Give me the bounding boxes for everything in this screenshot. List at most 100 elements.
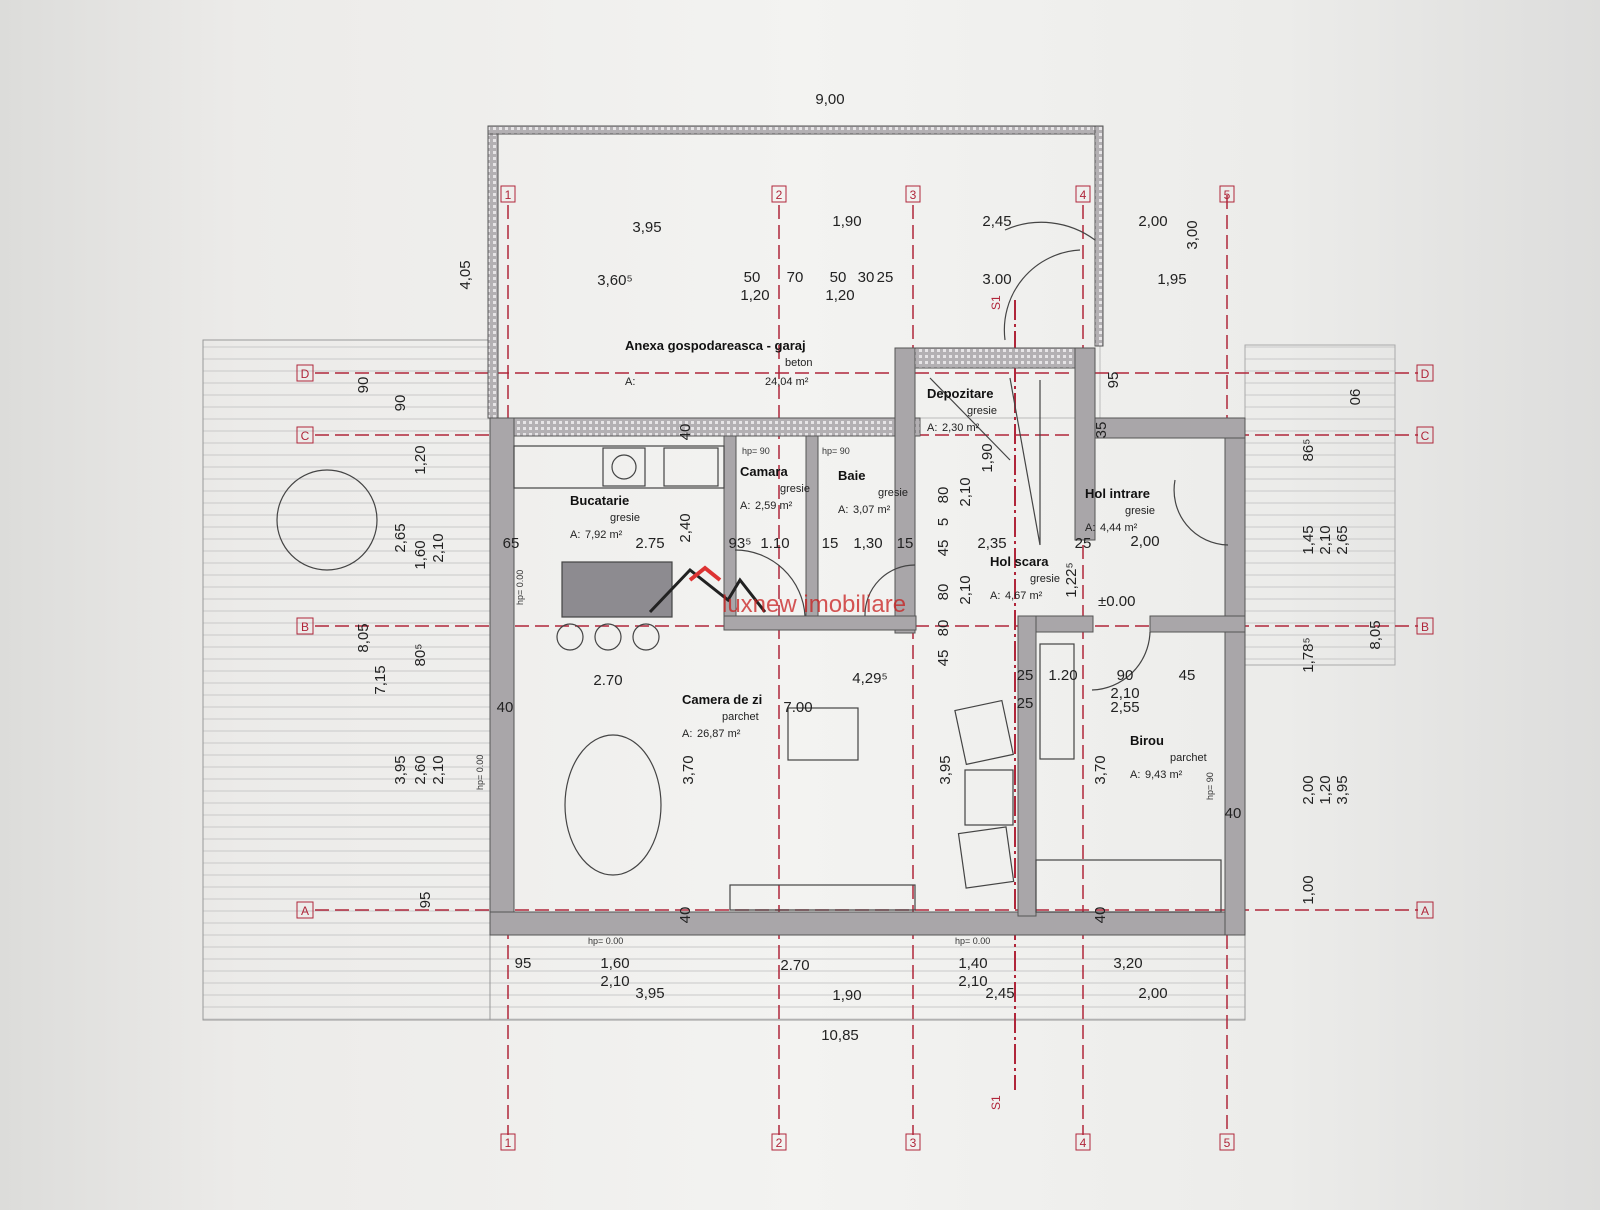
axis-label-B: B: [1421, 620, 1429, 634]
room-finish: gresie: [1125, 505, 1155, 517]
dimension-label: 3,70: [1092, 755, 1109, 784]
dimension-label: 2,10: [957, 575, 974, 604]
dimension-label: 3.00: [982, 271, 1011, 288]
dimension-label: 40: [677, 907, 694, 924]
dimension-label: 1,00: [1300, 875, 1317, 904]
terrace-bottom: [489, 934, 1246, 1021]
dimension-label: 2,45: [985, 985, 1014, 1002]
room-finish: gresie: [780, 483, 810, 495]
dimension-label: 2.70: [593, 672, 622, 689]
terrace-right: [1244, 344, 1396, 666]
dimension-label: 25: [877, 269, 894, 286]
dimension-label: 5: [935, 518, 952, 526]
watermark-roof-icon: [688, 565, 722, 582]
dimension-label: 3,95: [937, 755, 954, 784]
room-area-prefix: A:: [1085, 522, 1095, 534]
dimension-label: 2.70: [780, 957, 809, 974]
room-name: Anexa gospodareasca - garaj: [625, 338, 806, 353]
level-mark: ±0.00: [1098, 593, 1135, 610]
dimension-label: 1,45: [1300, 525, 1317, 554]
section-mark-s1: S1: [989, 295, 1003, 310]
dimension-label: 3,70: [680, 755, 697, 784]
terrace-left: [202, 339, 491, 1021]
room-finish: gresie: [1030, 573, 1060, 585]
room-finish: gresie: [878, 487, 908, 499]
axis-label-A: A: [1421, 904, 1429, 918]
room-area-prefix: A:: [682, 728, 692, 740]
dimension-label: 95: [417, 892, 434, 909]
dimension-label: 2,55: [1110, 699, 1139, 716]
dimension-label: 1,78⁵: [1300, 637, 1317, 672]
axis-label-5: 5: [1224, 1136, 1231, 1150]
dimension-label: 40: [1225, 805, 1242, 822]
dimension-label: 8,05: [355, 623, 372, 652]
dimension-label: 7.00: [783, 699, 812, 716]
dimension-label: 2,10: [958, 973, 987, 990]
dimension-label: 2,40: [677, 513, 694, 542]
axis-label-2: 2: [776, 1136, 783, 1150]
axis-bubble: [1219, 185, 1235, 203]
room-name: Hol intrare: [1085, 486, 1150, 501]
overall-width-bottom: 10,85: [821, 1027, 859, 1044]
dimension-label: 1,30: [853, 535, 882, 552]
dimension-label: 65: [503, 535, 520, 552]
dimension-label: 80⁵: [412, 644, 429, 667]
dimension-label: 3,95: [392, 755, 409, 784]
room-area: 2,59 m²: [755, 500, 793, 512]
dimension-label: 1,20: [825, 287, 854, 304]
dimension-label: 1,90: [979, 443, 996, 472]
axis-label-1: 1: [505, 188, 512, 202]
room-finish: parchet: [722, 711, 759, 723]
hp-label: hp= 0.00: [515, 570, 525, 605]
dimension-label: 3,60⁵: [597, 272, 632, 289]
dimension-label: 2,60: [412, 755, 429, 784]
dimension-label: 2.75: [635, 535, 664, 552]
dimension-label: 80: [935, 620, 952, 637]
hp-label: hp= 90: [822, 446, 850, 456]
dimension-label: 93⁵: [729, 535, 752, 552]
dimension-label: 35: [1093, 422, 1110, 439]
dimension-label: 15: [897, 535, 914, 552]
dimension-label: 3,00: [1184, 220, 1201, 249]
dimension-label: 30: [858, 269, 875, 286]
room-finish: parchet: [1170, 752, 1207, 764]
room-name: Baie: [838, 468, 865, 483]
axis-label-5: 5: [1224, 188, 1231, 202]
overall-width-top: 9,00: [815, 91, 844, 108]
dimension-label: 3,20: [1113, 955, 1142, 972]
room-area-prefix: A:: [990, 590, 1000, 602]
dimension-label: 25: [1017, 667, 1034, 684]
dimension-label: 1,20: [740, 287, 769, 304]
axis-label-C: C: [1421, 429, 1430, 443]
dimension-label: 40: [677, 424, 694, 441]
room-area: 9,43 m²: [1145, 769, 1183, 781]
dimension-label: 2,00: [1300, 775, 1317, 804]
hp-label: hp= 0.00: [475, 755, 485, 790]
axis-bubble: [296, 901, 314, 919]
room-finish: gresie: [610, 512, 640, 524]
dimension-label: 1,60: [412, 540, 429, 569]
axis-label-4: 4: [1080, 1136, 1087, 1150]
dimension-label: 2,10: [430, 533, 447, 562]
dimension-label: 2,35: [977, 535, 1006, 552]
dimension-label: 1,22⁵: [1063, 562, 1080, 597]
dimension-label: 2,65: [1334, 525, 1351, 554]
axis-bubble: [1416, 617, 1434, 635]
room-name: Hol scara: [990, 554, 1049, 569]
dimension-label: 1,20: [1317, 775, 1334, 804]
dimension-label: 2,00: [1138, 213, 1167, 230]
dimension-label: 95: [1105, 372, 1122, 389]
axis-bubble: [771, 1133, 787, 1151]
dimension-label: 1,60: [600, 955, 629, 972]
dimension-label: 70: [787, 269, 804, 286]
axis-bubble: [1416, 901, 1434, 919]
hp-label: hp= 90: [742, 446, 770, 456]
axis-label-4: 4: [1080, 188, 1087, 202]
dimension-label: 90: [1117, 667, 1134, 684]
axis-label-3: 3: [910, 188, 917, 202]
room-name: Camara: [740, 464, 788, 479]
room-area: 26,87 m²: [697, 728, 741, 740]
dimension-label: 3,95: [1334, 775, 1351, 804]
